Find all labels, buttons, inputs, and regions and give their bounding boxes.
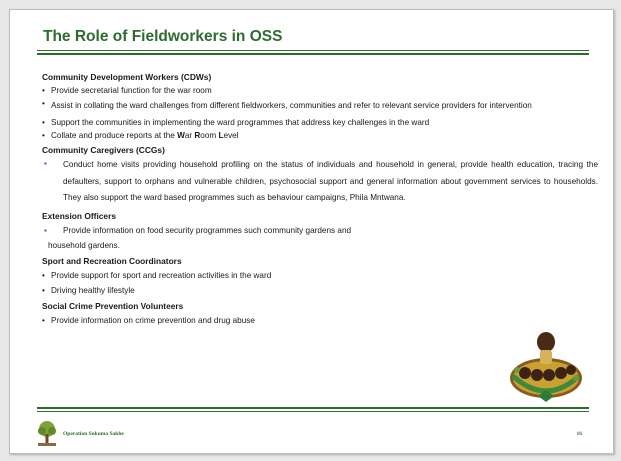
- section-heading-sport: Sport and Recreation Coordinators: [42, 255, 182, 266]
- list-item: household gardens.: [48, 240, 120, 250]
- square-bullet-icon: ▪: [44, 225, 47, 235]
- footer-org-name: Operation Sukuma Sakhe: [63, 431, 124, 437]
- section-heading-ccgs: Community Caregivers (CCGs): [42, 145, 165, 155]
- section-heading-crime: Social Crime Prevention Volunteers: [42, 300, 184, 311]
- list-item: • Provide secretarial function for the w…: [42, 86, 212, 95]
- bullet-icon: •: [42, 118, 45, 127]
- list-item: ▪ Conduct home visits providing househol…: [44, 159, 598, 202]
- bullet-icon: •: [42, 86, 45, 95]
- bullet-icon: •: [42, 99, 45, 108]
- list-item: • Provide support for sport and recreati…: [42, 268, 598, 283]
- slide: The Role of Fieldworkers in OSS Communit…: [9, 9, 614, 454]
- list-item: • Assist in collating the ward challenge…: [42, 99, 532, 110]
- square-bullet-icon: ▪: [44, 159, 47, 168]
- bullet-icon: •: [42, 131, 45, 140]
- list-item: • Support the communities in implementin…: [42, 118, 430, 127]
- title-rule-bottom: [37, 53, 589, 55]
- list-item: ▪ Provide information on food security p…: [42, 223, 598, 238]
- list-item: • Provide information on crime preventio…: [42, 313, 598, 329]
- list-item: • Collate and produce reports at the War…: [42, 131, 239, 140]
- bullet-icon: •: [42, 270, 45, 280]
- footer-rule-top: [37, 407, 589, 409]
- bullet-icon: •: [42, 285, 45, 295]
- page-number: 16: [576, 431, 583, 437]
- bullet-icon: •: [42, 315, 45, 325]
- list-item: • Driving healthy lifestyle: [42, 283, 598, 298]
- slide-title: The Role of Fieldworkers in OSS: [43, 28, 283, 45]
- tree-logo-icon: [38, 421, 56, 446]
- slide-content: Community Development Workers (CDWs) • P…: [42, 69, 598, 329]
- title-rule-top: [37, 50, 589, 51]
- footer-rule-bottom: [37, 411, 589, 412]
- people-group-illustration: [510, 332, 582, 402]
- section-heading-cdws: Community Development Workers (CDWs): [42, 72, 212, 82]
- section-heading-extension: Extension Officers: [42, 210, 117, 221]
